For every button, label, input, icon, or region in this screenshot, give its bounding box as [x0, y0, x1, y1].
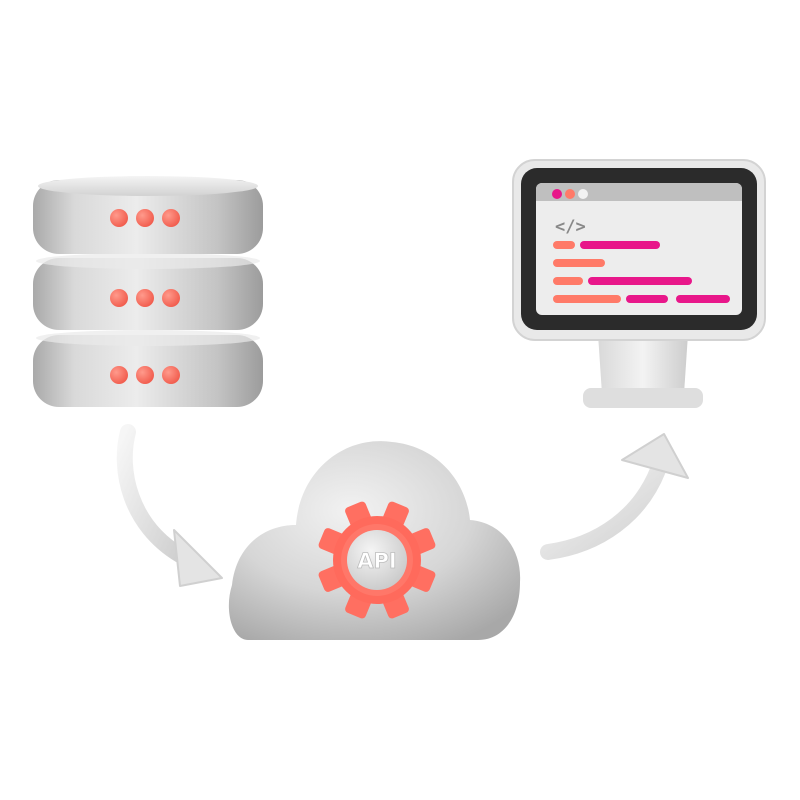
- code-lines: [553, 241, 730, 303]
- status-dot: [136, 209, 154, 227]
- code-line: [626, 295, 668, 303]
- api-badge: API: [347, 530, 407, 590]
- code-line: [676, 295, 730, 303]
- code-tag-icon: </>: [555, 217, 586, 237]
- database-disk-bottom: [33, 330, 263, 407]
- monitor-icon: </>: [512, 159, 766, 408]
- window-dot-close: [552, 189, 562, 199]
- status-dot: [110, 209, 128, 227]
- window-dot-maximize: [578, 189, 588, 199]
- database-disk-middle: [33, 253, 263, 330]
- status-dot: [136, 289, 154, 307]
- code-line: [588, 277, 692, 285]
- status-dot: [162, 366, 180, 384]
- code-line: [553, 241, 575, 249]
- code-line: [553, 277, 583, 285]
- code-line: [580, 241, 660, 249]
- database-icon: [33, 176, 263, 407]
- status-dot: [110, 366, 128, 384]
- status-dot: [162, 209, 180, 227]
- code-line: [553, 259, 605, 267]
- api-label: API: [357, 549, 396, 573]
- window-dot-minimize: [565, 189, 575, 199]
- curved-arrow-up-right-icon: [540, 433, 689, 560]
- code-line: [553, 295, 621, 303]
- status-dot: [110, 289, 128, 307]
- curved-arrow-down-right-icon: [116, 424, 223, 587]
- database-disk-top: [33, 176, 263, 254]
- status-dot: [162, 289, 180, 307]
- status-dot: [136, 366, 154, 384]
